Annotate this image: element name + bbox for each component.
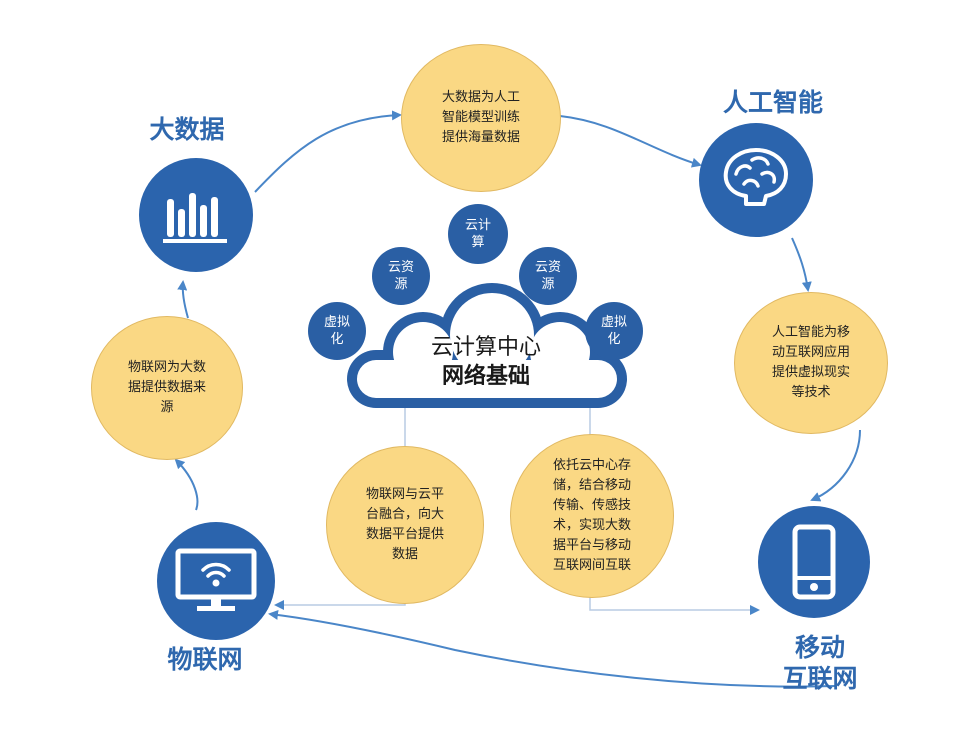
bar-chart-icon (163, 193, 227, 243)
info-left-line: 据提供数据来 (127, 380, 206, 395)
cloud-resource-right-bubble: 云资源 (519, 247, 577, 305)
virtualization-right-bubble: 虚拟化 (585, 302, 643, 360)
arrow-left-info-to-bigdata (177, 280, 189, 319)
mobile-internet-title-line2: 互联网 (782, 664, 858, 693)
info-bottom-left-line: 台融合，向大 (365, 507, 444, 522)
info-right: 人工智能为移 动互联网应用 提供虚拟现实 等技术 (734, 292, 888, 434)
arrow-mobile-to-iot (268, 609, 836, 688)
info-bottom-right-line: 储，结合移动 (552, 478, 631, 493)
info-top-line: 智能模型训练 (441, 110, 520, 125)
info-bottom-left-line: 物联网与云平 (365, 487, 444, 502)
brain-icon (723, 148, 788, 206)
arrow-iot-to-left-info (174, 458, 199, 511)
monitor-wifi-icon (175, 548, 257, 611)
info-top-line: 大数据为人工 (441, 90, 520, 105)
info-bottom-left: 物联网与云平 台融合，向大 数据平台提供 数据 (326, 446, 484, 604)
arrow-bigdata-to-top-info (254, 110, 402, 193)
info-left-line: 源 (160, 400, 174, 415)
ai-title: 人工智能 (722, 88, 823, 117)
info-bottom-right: 依托云中心存 储，结合移动 传输、传感技 术，实现大数 据平台与移动 互联网间互… (510, 434, 674, 598)
cloud-center-label: 云计算中心 网络基础 (406, 333, 566, 391)
ai-node (699, 123, 813, 237)
mobile-internet-title: 移动 互联网 (760, 632, 880, 694)
cloud-shape (347, 283, 627, 408)
bubble-label: 云资源 (387, 260, 414, 292)
info-bottom-right-line: 传输、传感技 (552, 498, 631, 513)
info-bottom-right-line: 据平台与移动 (552, 538, 631, 553)
bubble-label: 虚拟化 (600, 315, 627, 347)
smartphone-icon (792, 524, 836, 600)
mobile-internet-title-line1: 移动 (794, 633, 845, 662)
info-bottom-left-line: 数据平台提供 (365, 527, 444, 542)
info-top: 大数据为人工 智能模型训练 提供海量数据 (401, 44, 561, 192)
cloud-title: 云计算中心 (430, 335, 541, 360)
info-right-line: 提供虚拟现实 (771, 365, 850, 380)
virtualization-left-bubble: 虚拟化 (308, 302, 366, 360)
info-left: 物联网为大数 据提供数据来 源 (91, 316, 243, 460)
info-right-line: 动互联网应用 (771, 345, 850, 360)
info-left-line: 物联网为大数 (127, 360, 206, 375)
info-bottom-right-line: 互联网间互联 (552, 558, 631, 573)
info-top-line: 提供海量数据 (441, 130, 520, 145)
info-bottom-left-line: 数据 (391, 547, 418, 562)
cloud-computing-bubble: 云计算 (448, 204, 508, 264)
cloud-subtitle: 网络基础 (441, 364, 530, 389)
mobile-internet-node (758, 506, 870, 618)
iot-title: 物联网 (167, 645, 243, 674)
bubble-label: 虚拟化 (323, 315, 350, 347)
bubble-label: 云计算 (464, 218, 491, 250)
info-bottom-right-line: 术，实现大数 (552, 518, 631, 533)
arrow-top-info-to-ai (559, 115, 702, 168)
cloud-resource-left-bubble: 云资源 (372, 247, 430, 305)
info-bottom-right-line: 依托云中心存 (552, 458, 631, 473)
bubble-label: 云资源 (534, 260, 561, 292)
arrow-ai-to-right-info (791, 237, 812, 292)
iot-node (157, 522, 275, 640)
info-right-line: 人工智能为移 (771, 325, 850, 340)
big-data-node (139, 158, 253, 272)
info-right-line: 等技术 (791, 385, 831, 400)
arrow-right-info-to-mobile (810, 429, 861, 502)
big-data-title: 大数据 (149, 115, 225, 144)
